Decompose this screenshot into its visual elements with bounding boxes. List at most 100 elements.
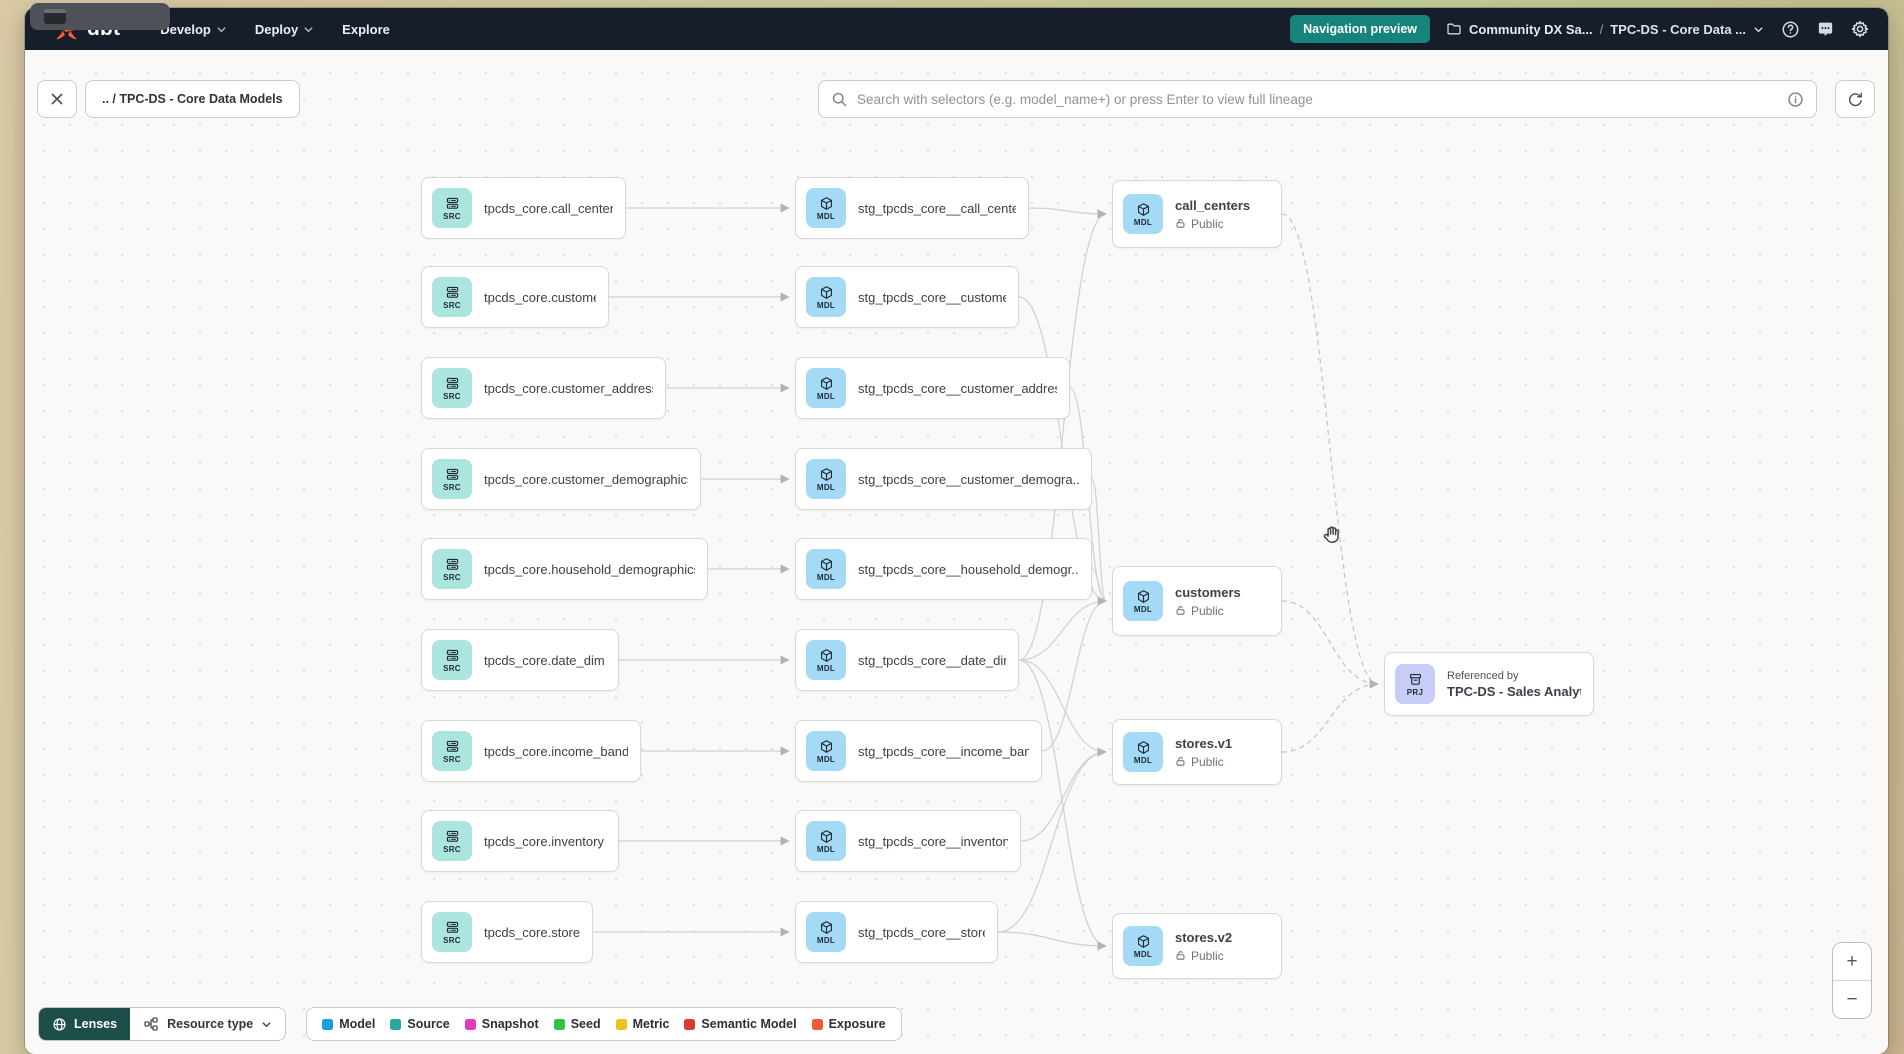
node-type-badge-mdl: MDL — [806, 459, 846, 499]
model-cube-icon — [820, 376, 832, 390]
legend-swatch — [553, 1018, 565, 1030]
search-input[interactable] — [857, 91, 1778, 107]
breadcrumb-project[interactable]: Community DX Sa... — [1469, 21, 1593, 37]
refresh-icon — [1848, 92, 1862, 106]
node-visibility: Public — [1175, 949, 1232, 963]
help-icon[interactable] — [1780, 19, 1800, 39]
database-icon — [446, 558, 458, 570]
legend-swatch — [811, 1018, 823, 1030]
node-type-badge-src: SRC — [432, 459, 472, 499]
node-label: stg_tpcds_core__date_dim — [858, 652, 1006, 668]
breadcrumb-separator: / — [1599, 21, 1604, 37]
node-label: TPC-DS - Sales Analytics — [1447, 683, 1581, 699]
info-icon[interactable] — [1787, 91, 1804, 108]
node-type-badge-prj: PRJ — [1395, 664, 1435, 704]
lenses-icon — [53, 1017, 66, 1031]
node-label: tpcds_core.household_demographics — [484, 561, 695, 577]
nav-menu-develop[interactable]: Develop — [150, 16, 237, 43]
zoom-out-button[interactable]: − — [1833, 981, 1871, 1018]
database-icon — [446, 377, 458, 389]
legend-swatch — [464, 1018, 476, 1030]
lineage-edge — [997, 931, 1107, 951]
model-cube-icon — [1137, 202, 1149, 216]
resource-type-dropdown[interactable]: Resource type — [130, 1008, 285, 1040]
node-label: stg_tpcds_core__inventory — [858, 833, 1008, 849]
node-label: tpcds_core.customer — [484, 289, 596, 305]
graph-node-stg-tpcds-core-inventory[interactable]: MDL stg_tpcds_core__inventory — [795, 810, 1021, 872]
model-cube-icon — [820, 739, 832, 753]
node-type-badge-src: SRC — [432, 731, 472, 771]
model-cube-icon — [820, 196, 832, 210]
node-label: stg_tpcds_core__customer_demogra... — [858, 471, 1079, 487]
database-icon — [446, 468, 458, 480]
zoom-divider — [1833, 980, 1871, 981]
lineage-path-chip[interactable]: .. / TPC-DS - Core Data Models — [85, 80, 300, 118]
legend-item-metric: Metric — [615, 1017, 669, 1031]
node-type-badge-mdl: MDL — [806, 912, 846, 952]
node-type-badge-mdl: MDL — [806, 549, 846, 589]
graph-node-tpcds-core-customer[interactable]: SRC tpcds_core.customer — [421, 266, 609, 328]
node-type-badge-mdl: MDL — [806, 188, 846, 228]
database-icon — [446, 830, 458, 842]
navigation-preview-button[interactable]: Navigation preview — [1290, 15, 1431, 43]
project-archive-icon — [1409, 673, 1421, 685]
folder-icon — [1447, 23, 1461, 35]
breadcrumb-page[interactable]: TPC-DS - Core Data ... — [1610, 21, 1746, 37]
database-icon — [446, 921, 458, 933]
node-label: stores.v2 — [1175, 929, 1233, 945]
node-type-badge-src: SRC — [432, 277, 472, 317]
public-lock-icon — [1176, 606, 1185, 615]
database-icon — [446, 649, 458, 661]
node-visibility: Public — [1175, 217, 1250, 231]
nav-menu-explore[interactable]: Explore — [342, 21, 390, 37]
breadcrumb[interactable]: Community DX Sa... / TPC-DS - Core Data … — [1446, 21, 1764, 37]
node-label: tpcds_core.store — [484, 924, 580, 940]
node-subtitle: Referenced by — [1447, 669, 1519, 682]
feedback-chat-icon[interactable] — [1815, 19, 1835, 39]
lenses-button[interactable]: Lenses — [39, 1008, 131, 1040]
legend-item-exposure: Exposure — [811, 1017, 886, 1031]
node-label: stg_tpcds_core__income_band — [858, 743, 1029, 759]
nav-menu-deploy[interactable]: Deploy — [245, 16, 324, 43]
node-type-badge-src: SRC — [432, 821, 472, 861]
zoom-in-button[interactable]: + — [1833, 943, 1871, 980]
lineage-edge — [1281, 679, 1379, 753]
node-label: customers — [1175, 584, 1241, 600]
node-type-badge-mdl: MDL — [806, 821, 846, 861]
lineage-edge — [1041, 596, 1107, 752]
settings-gear-icon[interactable] — [1850, 19, 1870, 39]
chevron-down-icon — [1754, 26, 1763, 32]
node-type-badge-src: SRC — [432, 640, 472, 680]
refresh-lineage-button[interactable] — [1835, 80, 1875, 118]
background-window-tab — [30, 3, 170, 30]
node-type-badge-mdl: MDL — [806, 368, 846, 408]
lineage-edge — [1028, 207, 1107, 219]
graph-node-stg-tpcds-core-customer-demogra-[interactable]: MDL stg_tpcds_core__customer_demogra... — [795, 448, 1092, 510]
search-icon — [832, 92, 847, 106]
lineage-edge — [1018, 596, 1107, 661]
lineage-edge — [1091, 478, 1107, 606]
close-lineage-button[interactable] — [37, 80, 77, 118]
